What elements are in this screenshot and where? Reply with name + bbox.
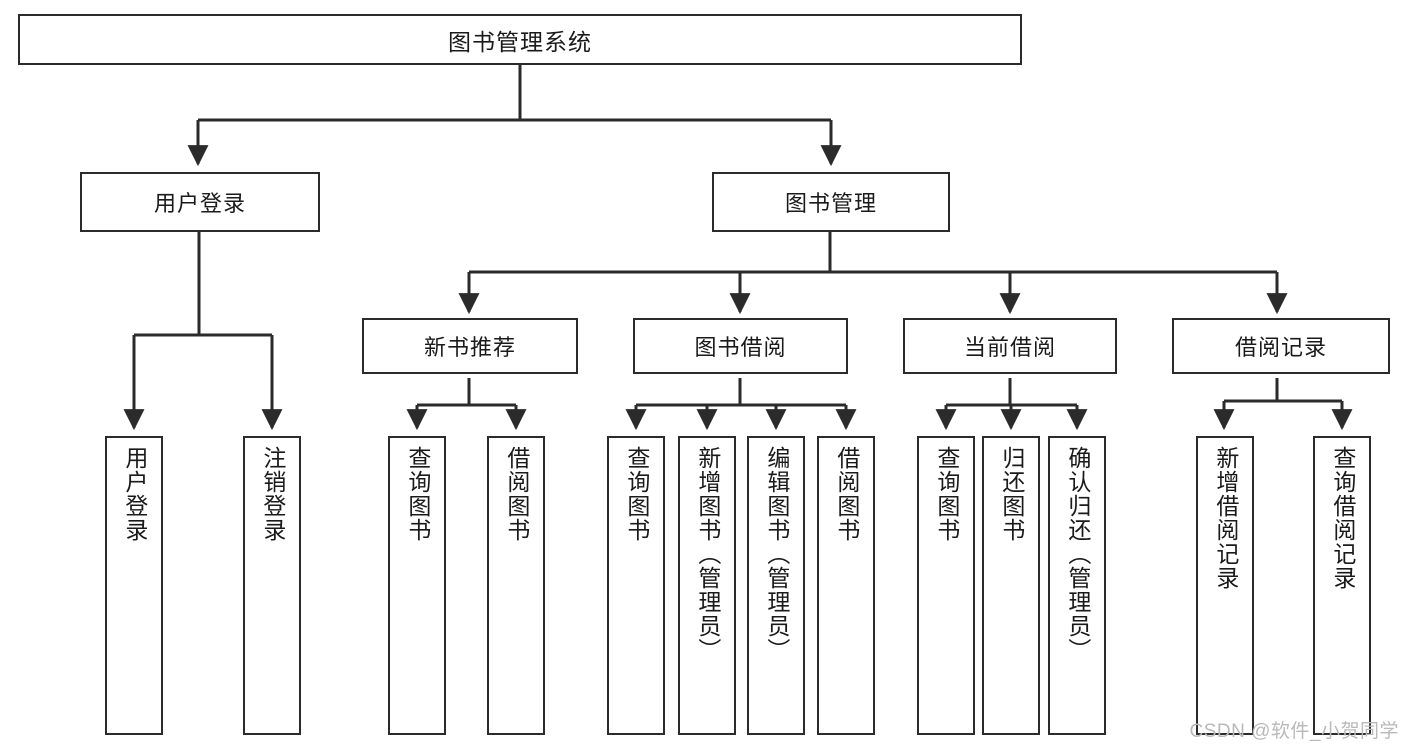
node-user-login[interactable]: 用户登录: [80, 172, 320, 232]
node-label: 用户登录: [153, 191, 246, 216]
leaf-label: 编辑图书（管理员）: [763, 446, 790, 662]
leaf-label: 新增借阅记录: [1212, 446, 1239, 590]
node-label: 图书借阅: [694, 335, 787, 360]
leaf-label: 借阅图书: [833, 446, 860, 542]
leaf-query-book-borrow[interactable]: 查询图书: [607, 436, 665, 735]
leaf-edit-book-admin[interactable]: 编辑图书（管理员）: [747, 436, 805, 735]
leaf-logout-login[interactable]: 注销登录: [243, 436, 301, 735]
leaf-label: 新增图书（管理员）: [694, 446, 721, 662]
node-new-book-recommend[interactable]: 新书推荐: [362, 318, 578, 374]
node-borrow-records[interactable]: 借阅记录: [1172, 318, 1390, 374]
leaf-query-book-current[interactable]: 查询图书: [917, 436, 975, 735]
node-label: 图书管理系统: [448, 28, 592, 55]
node-label: 图书管理: [784, 191, 877, 216]
leaf-query-borrow-record[interactable]: 查询借阅记录: [1313, 436, 1371, 735]
leaf-user-login[interactable]: 用户登录: [105, 436, 163, 735]
leaf-borrow-book[interactable]: 借阅图书: [817, 436, 875, 735]
leaf-add-book-admin[interactable]: 新增图书（管理员）: [678, 436, 736, 735]
leaf-query-book-recommend[interactable]: 查询图书: [388, 436, 446, 735]
node-book-borrow[interactable]: 图书借阅: [633, 318, 848, 374]
leaf-label: 查询图书: [933, 446, 960, 542]
node-label: 借阅记录: [1234, 335, 1327, 360]
leaf-label: 查询借阅记录: [1329, 446, 1356, 590]
leaf-label: 归还图书: [998, 446, 1025, 542]
node-label: 新书推荐: [423, 335, 516, 360]
leaf-label: 查询图书: [404, 446, 431, 542]
leaf-label: 查询图书: [623, 446, 650, 542]
leaf-borrow-book-recommend[interactable]: 借阅图书: [487, 436, 545, 735]
leaf-label: 注销登录: [259, 446, 286, 542]
leaf-add-borrow-record[interactable]: 新增借阅记录: [1196, 436, 1254, 735]
node-root-system[interactable]: 图书管理系统: [18, 14, 1022, 65]
leaf-label: 确认归还（管理员）: [1064, 446, 1091, 662]
node-label: 当前借阅: [963, 335, 1056, 360]
leaf-label: 借阅图书: [503, 446, 530, 542]
leaf-confirm-return-admin[interactable]: 确认归还（管理员）: [1048, 436, 1106, 735]
leaf-label: 用户登录: [121, 446, 148, 542]
node-current-borrow[interactable]: 当前借阅: [903, 318, 1117, 374]
node-book-management[interactable]: 图书管理: [712, 172, 950, 232]
leaf-return-book[interactable]: 归还图书: [982, 436, 1040, 735]
